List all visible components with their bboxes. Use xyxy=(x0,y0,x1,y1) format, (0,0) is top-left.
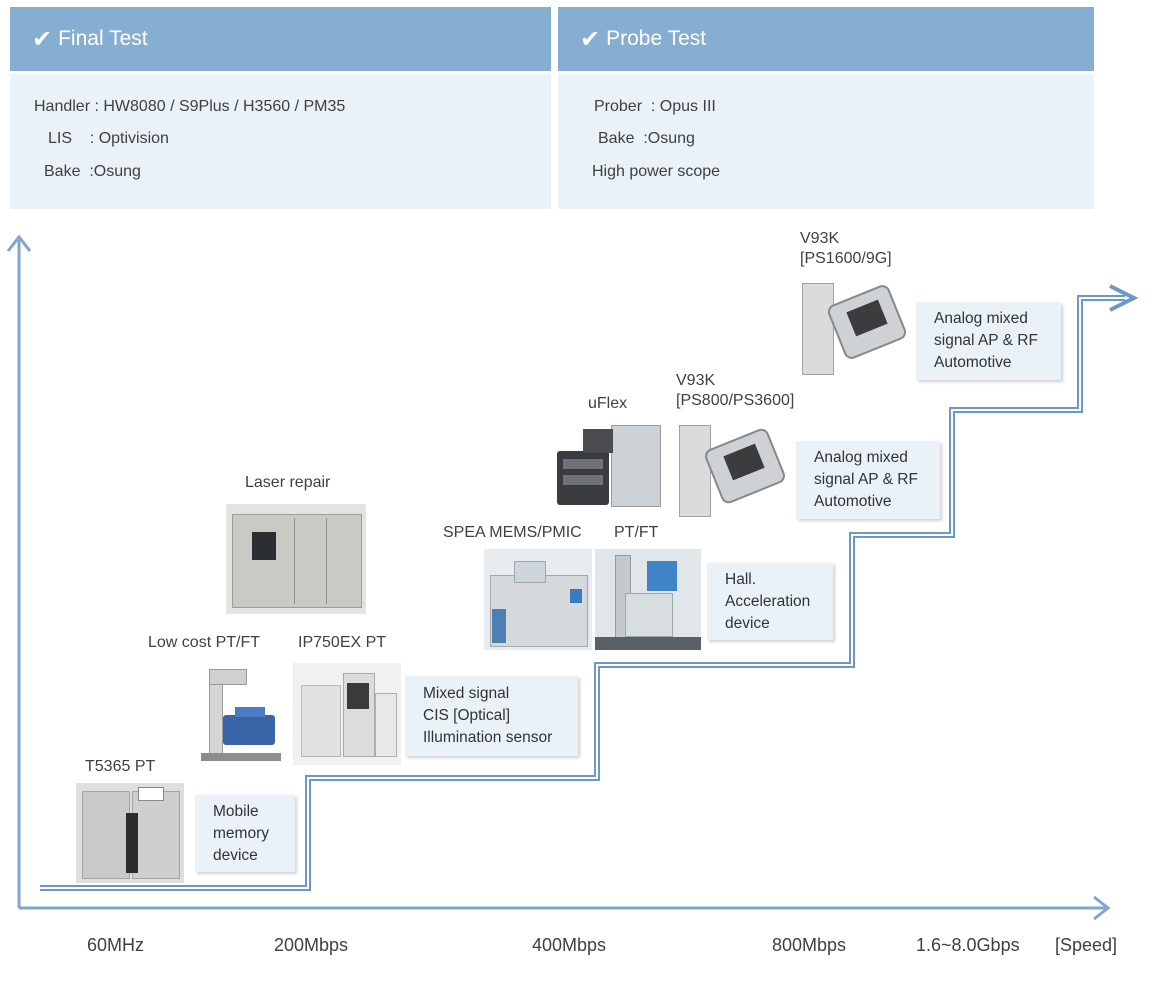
app-line: signal AP & RF xyxy=(934,332,1038,349)
final-test-line: LIS : Optivision xyxy=(48,130,169,147)
t5365-photo xyxy=(76,783,184,883)
speed-step-line xyxy=(40,284,1139,891)
app-box-analog-top: Analog mixed signal AP & RF Automotive xyxy=(916,302,1061,380)
equipment-label-v93k-mid-model: [PS800/PS3600] xyxy=(676,392,795,409)
app-box-hall: Hall. Acceleration device xyxy=(707,563,833,640)
app-line: device xyxy=(725,614,770,632)
equipment-label-uflex: uFlex xyxy=(588,395,628,412)
equipment-label-v93k-mid: V93K xyxy=(676,372,716,389)
equipment-label-ip750: IP750EX PT xyxy=(298,634,387,651)
probe-test-title: Probe Test xyxy=(606,27,707,50)
app-line: memory xyxy=(213,824,269,842)
arrow-up-icon xyxy=(6,234,32,252)
ip750-photo xyxy=(293,663,401,765)
final-test-title: Final Test xyxy=(58,27,148,50)
equipment-label-lowcost: Low cost PT/FT xyxy=(148,634,261,651)
probe-test-header: ✔ Probe Test xyxy=(558,7,1094,71)
equipment-label-laser: Laser repair xyxy=(245,474,331,491)
app-line: Automotive xyxy=(934,354,1012,371)
lowcost-photo xyxy=(195,663,285,770)
probe-test-panel: Prober : Opus III Bake :Osung High power… xyxy=(558,74,1094,209)
app-line: Analog mixed xyxy=(934,310,1028,327)
probe-test-line: Bake :Osung xyxy=(598,130,695,147)
app-line: Automotive xyxy=(814,493,892,510)
app-box-mixed-signal: Mixed signal CIS [Optical] Illumination … xyxy=(405,676,578,756)
app-line: device xyxy=(213,846,258,864)
app-line: Analog mixed xyxy=(814,449,908,466)
axis-tick-label: 1.6~8.0Gbps xyxy=(916,935,1020,955)
axis-lines xyxy=(6,234,1111,921)
app-line: Mixed signal xyxy=(423,685,510,702)
probe-test-line: Prober : Opus III xyxy=(594,98,716,115)
equipment-label-v93k-top-model: [PS1600/9G] xyxy=(800,250,892,267)
axis-tick-label: 200Mbps xyxy=(274,935,349,955)
arrow-right-icon xyxy=(1093,895,1111,921)
uflex-photo xyxy=(553,419,664,510)
v93k-top-photo xyxy=(800,279,906,378)
spea-photo xyxy=(484,549,592,650)
app-line: Hall. xyxy=(725,570,757,588)
laser-repair-photo xyxy=(226,504,366,614)
ptft-photo xyxy=(595,549,701,650)
equipment-label-t5365: T5365 PT xyxy=(85,758,156,775)
equipment-label-spea: SPEA MEMS/PMIC xyxy=(443,524,582,541)
equipment-label-v93k-top: V93K xyxy=(800,230,840,247)
app-line: CIS [Optical] xyxy=(423,707,510,724)
axis-tick-label: 60MHz xyxy=(87,935,145,955)
final-test-panel: Handler : HW8080 / S9Plus / H3560 / PM35… xyxy=(10,74,551,209)
equipment-label-ptft: PT/FT xyxy=(614,524,659,541)
axis-unit-label: [Speed] xyxy=(1055,935,1118,955)
final-test-line: Bake :Osung xyxy=(44,163,141,180)
check-icon: ✔ xyxy=(580,25,601,53)
axis-tick-label: 400Mbps xyxy=(532,935,607,955)
app-box-mobile: Mobile memory device xyxy=(195,795,295,872)
app-box-analog-mid: Analog mixed signal AP & RF Automotive xyxy=(796,441,940,519)
app-line: Mobile xyxy=(213,802,259,820)
v93k-mid-photo xyxy=(675,421,785,522)
final-test-line: Handler : HW8080 / S9Plus / H3560 / PM35 xyxy=(34,98,346,115)
probe-test-line: High power scope xyxy=(592,163,721,180)
check-icon: ✔ xyxy=(32,25,53,53)
app-line: Acceleration xyxy=(725,592,811,610)
app-line: signal AP & RF xyxy=(814,471,918,488)
arrow-right-icon xyxy=(1109,284,1139,312)
axis-tick-label: 800Mbps xyxy=(772,935,847,955)
final-test-header: ✔ Final Test xyxy=(10,7,551,71)
app-line: Illumination sensor xyxy=(423,729,553,746)
